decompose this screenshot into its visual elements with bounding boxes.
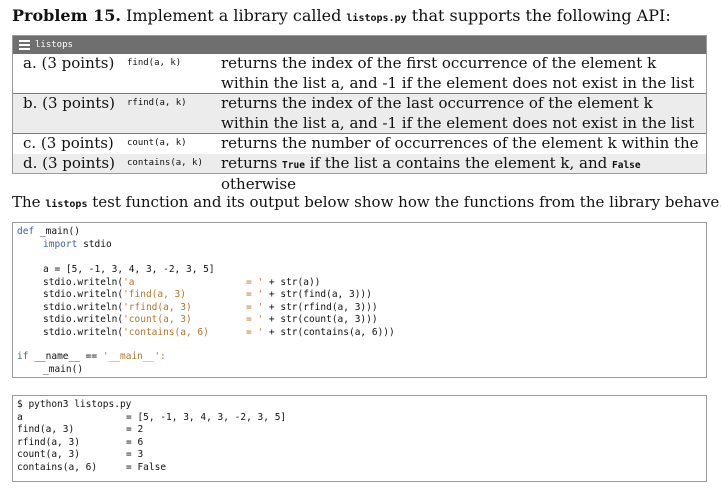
code-line-writeln-tail: = ' + str(a)) — [246, 276, 321, 288]
code-line-writeln: stdio.writeln('contains(a, 6) — [43, 327, 209, 338]
menu-icon — [19, 40, 30, 50]
code-line-writeln: stdio.writeln('rfind(a, 3) — [43, 301, 192, 313]
module-name: stdio — [83, 238, 112, 250]
code-line-writeln: stdio.writeln('find(a, 3) — [43, 289, 186, 301]
desc-text: returns — [221, 153, 278, 172]
output-command: $ python3 listops.py — [17, 399, 132, 410]
desc-text: otherwise — [221, 175, 296, 193]
intro-before: The — [12, 193, 41, 211]
code-line-writeln-tail: = ' + str(count(a, 3))) — [246, 314, 378, 326]
desc-text: if the list a contains the element k, an… — [309, 153, 608, 172]
api-row-label: c. (3 points) — [23, 134, 114, 152]
api-row-description: returns True if the list a contains the … — [221, 154, 706, 195]
true-literal: True — [282, 159, 305, 171]
output-label: find(a, 3) — [17, 424, 75, 436]
test-code-block: def _main() import stdio a = [5, -1, 3, … — [12, 222, 707, 378]
code-line-def: def _main() — [17, 226, 80, 239]
intro-text: The listops test function and its output… — [12, 193, 721, 211]
output-block: $ python3 listops.py a = [5, -1, 3, 4, 3… — [12, 395, 707, 482]
output-value: = 3 — [126, 449, 144, 461]
intro-after: test function and its output below show … — [92, 193, 721, 211]
problem-number: Problem 15. — [12, 6, 121, 25]
code-line-assign: a = [5, -1, 3, 4, 3, -2, 3, 5] — [43, 264, 215, 275]
library-filename: listops.py — [346, 13, 407, 24]
title-text-before: Implement a library called — [126, 6, 342, 25]
output-label: count(a, 3) — [17, 449, 80, 461]
keyword: def — [17, 226, 35, 237]
code-line-writeln-tail: = ' + str(rfind(a, 3))) — [246, 301, 378, 313]
code-line-main-call: _main() — [43, 363, 84, 375]
output-label: contains(a, 6) — [17, 462, 98, 473]
intro-module-name: listops — [45, 199, 88, 210]
if-condition: __name__ == — [34, 351, 98, 362]
api-row-count: c. (3 points) count(a, k) returns the nu… — [13, 134, 706, 172]
output-value: = [5, -1, 3, 4, 3, -2, 3, 5] — [126, 411, 287, 423]
code-line-import: import stdio — [43, 239, 112, 252]
api-row-description: returns the index of the first occurrenc… — [221, 54, 695, 92]
api-table-header: listops — [13, 36, 706, 54]
false-literal: False — [612, 159, 641, 171]
string-literal: '__main__': — [102, 351, 166, 362]
output-label: a — [17, 411, 23, 423]
function-name: _main() — [39, 226, 80, 237]
api-row-label: a. (3 points) — [23, 54, 115, 72]
api-row-contains: d. (3 points) contains(a, k) returns Tru… — [13, 153, 706, 193]
api-row-label: b. (3 points) — [23, 94, 115, 112]
api-table-title: listops — [35, 40, 73, 50]
code-line-writeln-tail: = ' + str(contains(a, 6))) — [246, 327, 395, 338]
code-line-writeln: stdio.writeln('a — [43, 276, 135, 288]
output-value: = False — [126, 462, 167, 473]
api-row-label: d. (3 points) — [23, 153, 115, 172]
code-line-if: if __name__ == '__main__': — [17, 351, 166, 364]
api-row-function: contains(a, k) — [127, 157, 203, 168]
title-text-after: that supports the following API: — [411, 6, 671, 25]
api-row-description: returns the index of the last occurrence… — [221, 94, 695, 132]
problem-title: Problem 15. Implement a library called l… — [12, 5, 671, 30]
api-row-rfind: b. (3 points) rfind(a, k) returns the in… — [13, 94, 706, 134]
keyword: import — [43, 238, 78, 250]
output-value: = 2 — [126, 424, 144, 436]
output-value: = 6 — [126, 436, 144, 448]
api-table: listops a. (3 points) find(a, k) returns… — [12, 35, 707, 193]
output-label: rfind(a, 3) — [17, 436, 80, 448]
api-row-function: rfind(a, k) — [127, 98, 187, 108]
api-row-function: find(a, k) — [127, 58, 182, 68]
api-row-find: a. (3 points) find(a, k) returns the ind… — [13, 54, 706, 94]
code-line-writeln-tail: = ' + str(find(a, 3))) — [246, 289, 372, 301]
code-line-writeln: stdio.writeln('count(a, 3) — [43, 314, 192, 326]
api-row-function: count(a, k) — [127, 138, 187, 148]
keyword: if — [17, 351, 29, 362]
